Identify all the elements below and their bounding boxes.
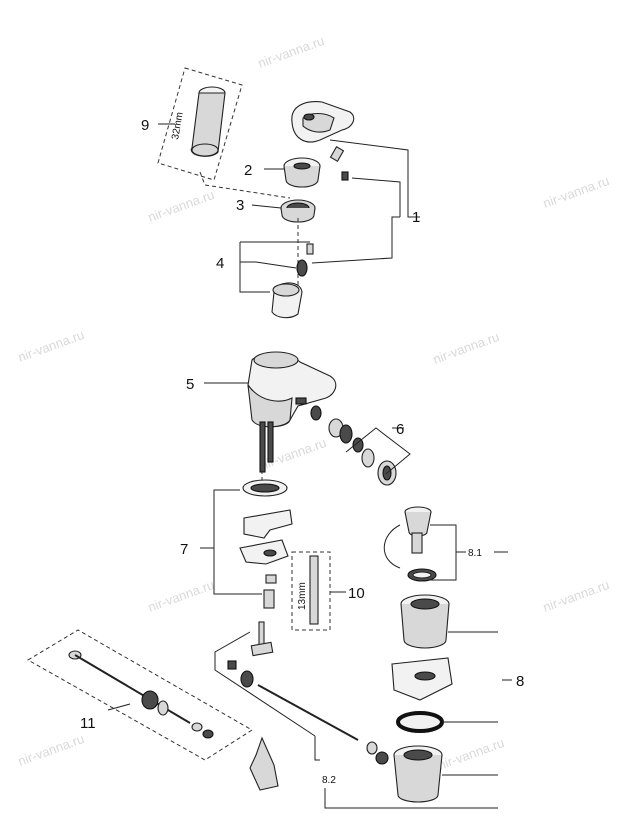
watermark-4: nir-vanna.ru: [16, 327, 86, 365]
label-2: 2: [244, 162, 252, 179]
label-8-1: 8.1: [468, 548, 482, 559]
faucet-body: 5: [186, 351, 337, 482]
watermark-layer: nir-vanna.ru nir-vanna.ru nir-vanna.ru n…: [16, 33, 611, 773]
label-1: 1: [412, 209, 420, 226]
label-8-2: 8.2: [322, 775, 336, 786]
dim-13mm: 13mm: [297, 582, 308, 610]
tool-32mm-leader: [199, 171, 291, 199]
threaded-ring: 3: [236, 197, 316, 223]
label-3: 3: [236, 197, 244, 214]
watermark-9: nir-vanna.ru: [16, 731, 86, 769]
aerator-set: 6: [310, 405, 411, 486]
watermark-10: nir-vanna.ru: [436, 735, 506, 773]
watermark-3: nir-vanna.ru: [541, 173, 611, 211]
label-6: 6: [396, 421, 404, 438]
watermark-5: nir-vanna.ru: [431, 329, 501, 367]
label-8: 8: [516, 673, 524, 690]
cover-cap: 2: [244, 157, 321, 188]
popup-rod: 8.2: [214, 621, 498, 809]
rod-set-box: [27, 629, 253, 761]
tool-32mm: 32mm 9: [141, 67, 291, 199]
watermark-7: nir-vanna.ru: [146, 577, 216, 615]
label-11: 11: [80, 715, 96, 732]
lever-handle: 1: [291, 101, 420, 264]
label-10: 10: [348, 585, 365, 602]
watermark-2: nir-vanna.ru: [146, 187, 216, 225]
label-5: 5: [186, 376, 194, 393]
rod-set: 11: [27, 629, 253, 761]
label-7: 7: [180, 541, 188, 558]
cartridge: 4: [216, 218, 314, 319]
label-4: 4: [216, 255, 224, 272]
watermark-8: nir-vanna.ru: [541, 577, 611, 615]
label-9: 9: [141, 117, 149, 134]
dim-32mm: 32mm: [170, 111, 186, 140]
mounting-set: 7: [180, 479, 293, 609]
watermark-1: nir-vanna.ru: [256, 33, 326, 71]
tool-13mm: 13mm 10: [291, 551, 365, 631]
tool-13mm-box: [291, 551, 331, 631]
waste-set: 8.1 8: [383, 506, 524, 803]
